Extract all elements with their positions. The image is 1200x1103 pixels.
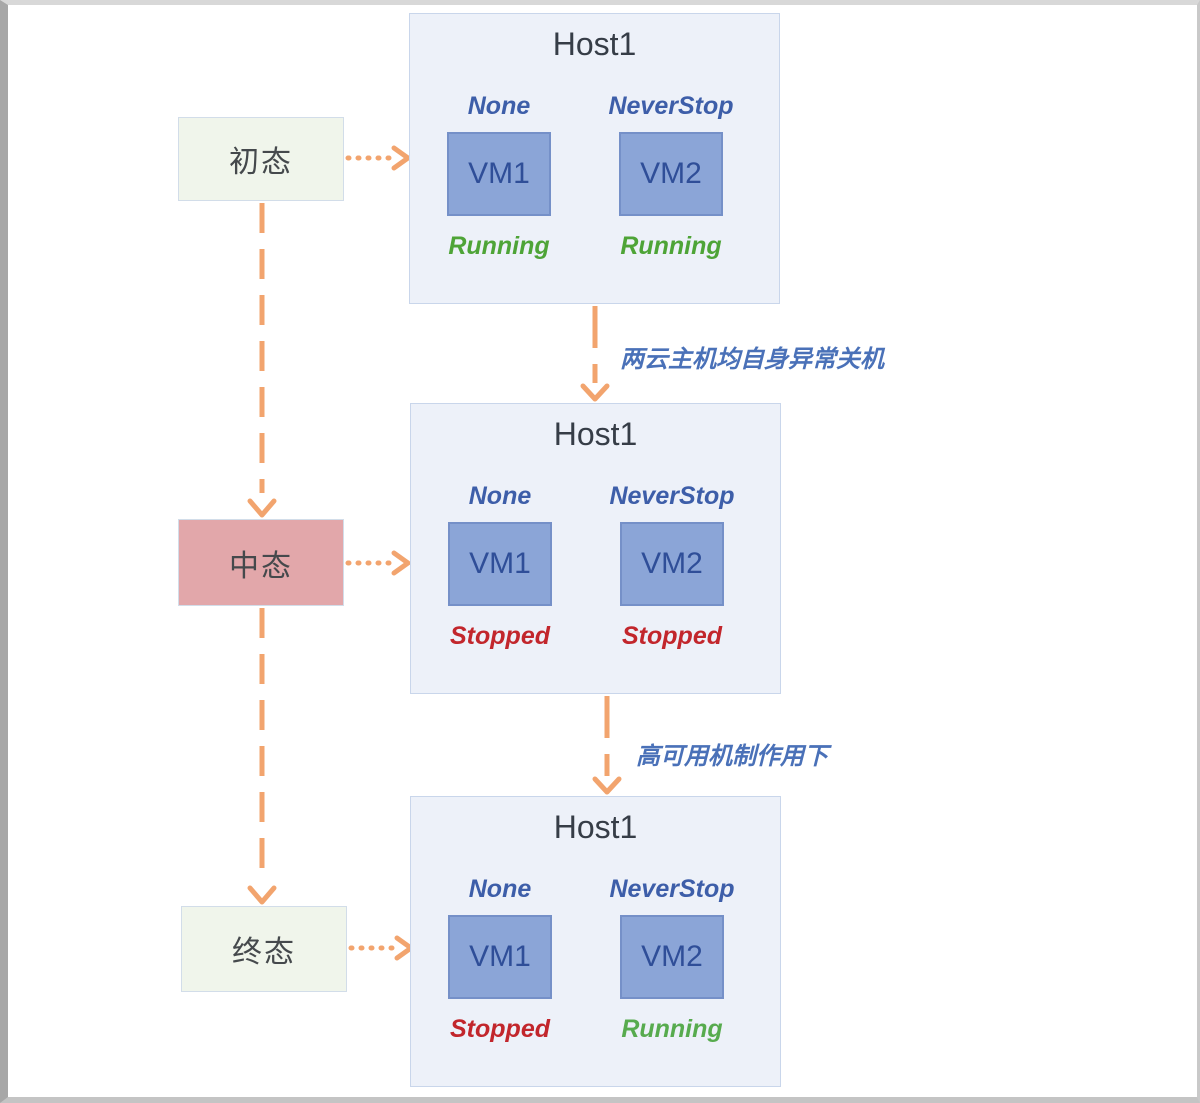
- vm-column-vm2: NeverStop VM2 Stopped: [602, 480, 742, 651]
- state-label: 中态: [229, 549, 293, 583]
- vm-policy-label: None: [467, 92, 531, 120]
- arrowhead-right-icon: [391, 550, 411, 576]
- arrow-final-to-host1: [348, 935, 414, 961]
- arrowhead-down-icon: [592, 776, 622, 795]
- vm-status-label: Stopped: [622, 622, 722, 650]
- arrowhead-down-icon: [580, 383, 610, 402]
- vm-box-vm1: VM1: [448, 522, 552, 606]
- arrow-host1-initial-to-middle: [580, 306, 610, 402]
- arrowhead-down-icon: [247, 885, 277, 905]
- arrow-initial-to-host1: [345, 145, 411, 171]
- vm-box-vm1: VM1: [447, 132, 551, 216]
- arrowhead-down-icon: [247, 498, 277, 518]
- host-card-final: Host1 None VM1 Stopped NeverStop VM2 Run…: [410, 796, 781, 1087]
- vm-name: VM2: [641, 940, 703, 973]
- state-box-initial: 初态: [178, 117, 344, 201]
- vm-policy-label: NeverStop: [609, 482, 735, 510]
- state-label: 初态: [229, 146, 293, 179]
- vm-status-label: Running: [620, 232, 722, 260]
- vm-column-vm1: None VM1 Running: [429, 90, 569, 261]
- host-card-initial: Host1 None VM1 Running NeverStop VM2 Run…: [409, 13, 780, 304]
- vm-policy-label: NeverStop: [608, 92, 734, 120]
- vm-name: VM1: [469, 940, 531, 973]
- arrowhead-right-icon: [394, 935, 414, 961]
- vm-box-vm2: VM2: [619, 132, 723, 216]
- transition-label-shutdown: 两云主机均自身异常关机: [620, 346, 884, 373]
- arrow-initial-to-middle: [247, 203, 277, 518]
- vm-column-vm1: None VM1 Stopped: [430, 873, 570, 1044]
- arrow-middle-to-final: [247, 608, 277, 905]
- host-title: Host1: [553, 809, 638, 845]
- vm-status-label: Running: [448, 232, 550, 260]
- arrowhead-right-icon: [391, 145, 411, 171]
- vm-status-label: Stopped: [450, 1015, 550, 1043]
- host-title: Host1: [553, 416, 638, 452]
- vm-column-vm2: NeverStop VM2 Running: [602, 873, 742, 1044]
- arrows-layer: [247, 145, 622, 961]
- transition-label-ha: 高可用机制作用下: [636, 743, 828, 770]
- vm-name: VM1: [469, 547, 531, 580]
- vm-status-label: Stopped: [450, 622, 550, 650]
- arrow-middle-to-host1: [345, 550, 411, 576]
- vm-status-label: Running: [621, 1015, 723, 1043]
- vm-box-vm1: VM1: [448, 915, 552, 999]
- state-box-final: 终态: [181, 906, 347, 992]
- host-title: Host1: [552, 26, 637, 62]
- vm-name: VM1: [468, 157, 530, 190]
- state-box-middle: 中态: [178, 519, 344, 606]
- vm-policy-label: None: [468, 875, 532, 903]
- vm-box-vm2: VM2: [620, 915, 724, 999]
- state-label: 终态: [232, 936, 296, 969]
- vm-policy-label: None: [468, 482, 532, 510]
- vm-column-vm2: NeverStop VM2 Running: [601, 90, 741, 261]
- arrow-host1-middle-to-final: [592, 696, 622, 795]
- vm-name: VM2: [640, 157, 702, 190]
- vm-name: VM2: [641, 547, 703, 580]
- host-card-middle: Host1 None VM1 Stopped NeverStop VM2 Sto…: [410, 403, 781, 694]
- vm-policy-label: NeverStop: [609, 875, 735, 903]
- vm-box-vm2: VM2: [620, 522, 724, 606]
- vm-column-vm1: None VM1 Stopped: [430, 480, 570, 651]
